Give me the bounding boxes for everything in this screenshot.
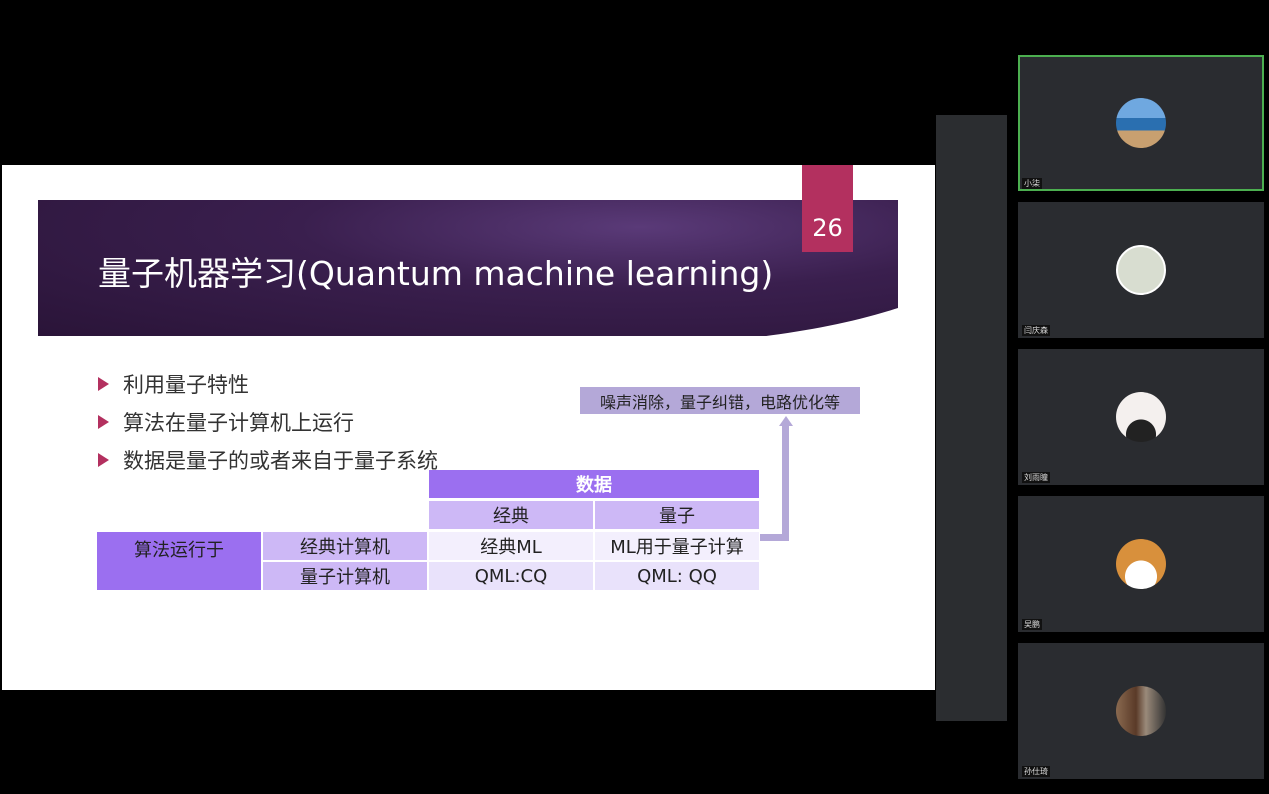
bullet-triangle-icon [98, 377, 109, 391]
participant-tile[interactable]: 刘雨瞳 [1018, 349, 1264, 485]
table-cell: ML用于量子计算 [595, 532, 759, 560]
avatar [1116, 686, 1166, 736]
participant-tile[interactable]: 吴鹏 [1018, 496, 1264, 632]
participant-tile[interactable]: 闫庆森 [1018, 202, 1264, 338]
bullet-item: 利用量子特性 [98, 365, 438, 403]
table-data-header: 数据 [429, 470, 759, 498]
participant-name: 吴鹏 [1022, 619, 1042, 630]
participant-name: 孙仕琦 [1022, 766, 1050, 777]
arrow-up-icon [779, 416, 793, 426]
bullet-triangle-icon [98, 453, 109, 467]
title-banner [38, 200, 898, 336]
avatar [1116, 245, 1166, 295]
participant-name: 小柒 [1022, 178, 1042, 189]
arrow-line [782, 425, 789, 541]
table-row-label: 经典计算机 [263, 532, 427, 560]
bullet-item: 算法在量子计算机上运行 [98, 403, 438, 441]
arrow-line [760, 534, 789, 541]
note-box: 噪声消除，量子纠错，电路优化等 [580, 387, 860, 414]
avatar [1116, 392, 1166, 442]
table-col-header: 量子 [595, 501, 759, 529]
table-row-group: 算法运行于 [97, 532, 261, 590]
slide-title: 量子机器学习(Quantum machine learning) [98, 254, 774, 293]
participant-tile[interactable]: 小柒 [1018, 55, 1264, 191]
table-cell: QML:CQ [429, 562, 593, 590]
bullet-item: 数据是量子的或者来自于量子系统 [98, 441, 438, 479]
bullet-triangle-icon [98, 415, 109, 429]
participant-name: 刘雨瞳 [1022, 472, 1050, 483]
page-number: 26 [802, 165, 853, 252]
participant-tile[interactable]: 孙仕琦 [1018, 643, 1264, 779]
table-row-label: 量子计算机 [263, 562, 427, 590]
avatar [1116, 539, 1166, 589]
presentation-slide: 量子机器学习(Quantum machine learning) 26 利用量子… [2, 165, 935, 690]
side-strip [936, 115, 1007, 721]
table-cell: QML: QQ [595, 562, 759, 590]
participant-name: 闫庆森 [1022, 325, 1050, 336]
table-col-header: 经典 [429, 501, 593, 529]
bullet-list: 利用量子特性 算法在量子计算机上运行 数据是量子的或者来自于量子系统 [98, 365, 438, 479]
table-cell: 经典ML [429, 532, 593, 560]
avatar [1116, 98, 1166, 148]
